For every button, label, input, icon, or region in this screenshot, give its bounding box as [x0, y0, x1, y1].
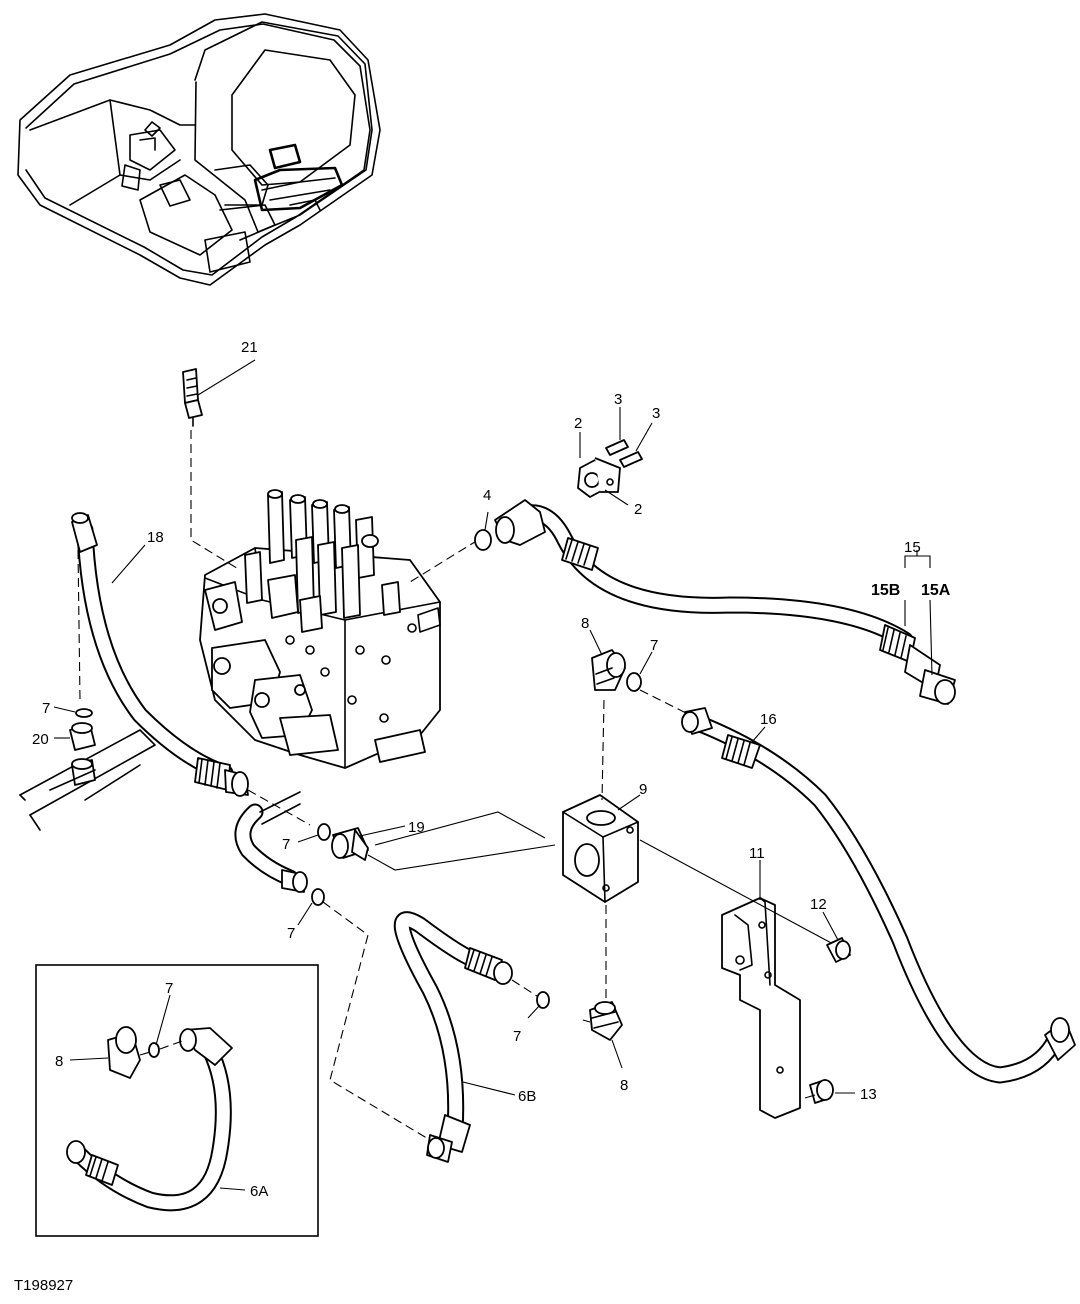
part-12-bolt	[822, 911, 851, 963]
label-12: 12	[810, 896, 827, 913]
label-19: 19	[408, 819, 425, 836]
hose-15	[409, 499, 956, 705]
label-7-left: 7	[42, 700, 50, 717]
part-13-bolt	[804, 1079, 855, 1104]
part-20-fitting	[53, 706, 96, 751]
part-21-sensor	[182, 359, 256, 571]
label-11: 11	[749, 845, 765, 862]
callout-labels: 21 2 3 3 2 4 18 15 15B 15A 8 7 16 7 20 9…	[32, 339, 951, 1200]
control-valve	[199, 489, 441, 769]
label-6B: 6B	[518, 1088, 536, 1105]
frame-pipe	[19, 729, 156, 831]
part-2-flange	[577, 407, 653, 506]
label-9: 9	[639, 781, 647, 798]
label-8-upper: 8	[581, 615, 589, 632]
label-inset-7: 7	[165, 980, 173, 997]
label-20: 20	[32, 731, 49, 748]
label-2-upper: 2	[574, 415, 582, 432]
part-8-elbow-lower	[582, 1001, 623, 1069]
part-11-bracket	[639, 839, 836, 1119]
label-7-lower-left: 7	[287, 925, 295, 942]
label-4: 4	[483, 487, 491, 504]
label-7-mid: 7	[282, 836, 290, 853]
label-18: 18	[147, 529, 164, 546]
label-inset-8: 8	[55, 1053, 63, 1070]
label-15: 15	[904, 539, 921, 556]
label-13: 13	[860, 1086, 877, 1103]
inset-6A	[35, 964, 319, 1237]
label-2-lower: 2	[634, 501, 642, 518]
label-15B: 15B	[871, 582, 900, 599]
label-21: 21	[241, 339, 258, 356]
label-7-upper-right: 7	[650, 637, 658, 654]
excavator-location-view	[17, 13, 381, 286]
label-7-lower-mid: 7	[513, 1028, 521, 1045]
part-9-block	[562, 699, 641, 1000]
label-15A: 15A	[921, 582, 951, 599]
label-3-left: 3	[614, 391, 622, 408]
hose-18	[71, 512, 311, 826]
part-8-elbow-upper	[589, 629, 653, 692]
hose-6B	[234, 791, 550, 1163]
label-8-lower: 8	[620, 1077, 628, 1094]
label-3-right: 3	[652, 405, 660, 422]
figure-id: T198927	[14, 1277, 73, 1294]
hose-16	[639, 689, 1076, 1084]
label-inset-6A: 6A	[250, 1183, 268, 1200]
label-16: 16	[760, 711, 777, 728]
part-19-fitting	[297, 811, 556, 871]
